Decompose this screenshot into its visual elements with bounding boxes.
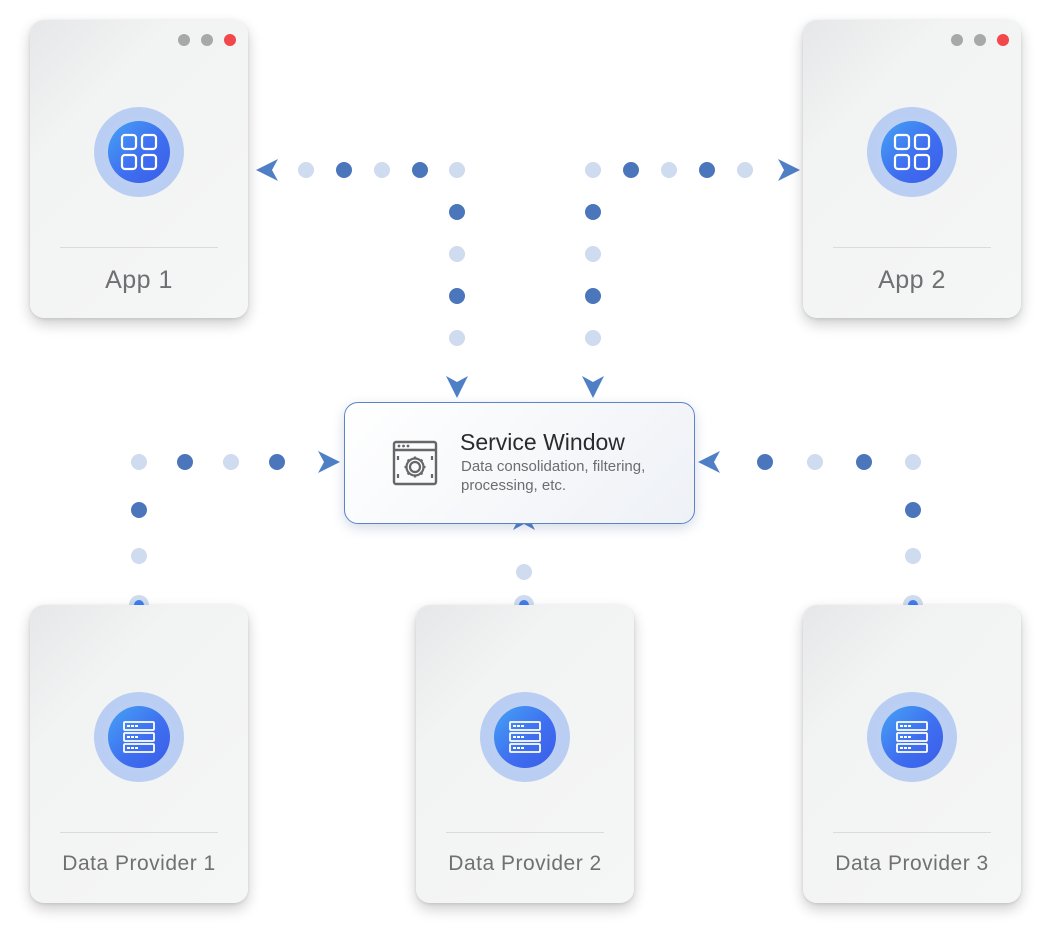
service-window[interactable]: Service Window Data consolidation, filte… <box>344 402 695 524</box>
card-divider <box>833 247 991 248</box>
card-divider <box>446 832 604 833</box>
arrow-to-service-top-left <box>446 376 468 398</box>
connector-provider2 <box>513 508 535 615</box>
grid-icon <box>893 133 931 171</box>
service-title: Service Window <box>460 429 625 455</box>
provider1-label: Data Provider 1 <box>62 852 216 875</box>
app1-card[interactable]: App 1 <box>30 20 248 318</box>
arrow-to-app2 <box>778 159 800 181</box>
arrow-to-app1 <box>256 159 278 181</box>
connector-app1 <box>256 159 468 398</box>
maximize-dot-icon[interactable] <box>974 34 986 46</box>
provider3-card[interactable]: Data Provider 3 <box>803 605 1021 903</box>
server-icon <box>123 721 155 753</box>
app2-label: App 2 <box>878 266 946 294</box>
minimize-dot-icon[interactable] <box>951 34 963 46</box>
window-controls <box>178 34 236 46</box>
server-icon <box>896 721 928 753</box>
connector-provider3 <box>698 451 923 615</box>
provider1-card[interactable]: Data Provider 1 <box>30 605 248 903</box>
arrow-provider1-to-service <box>318 451 340 473</box>
arrow-to-service-top-right <box>582 376 604 398</box>
app1-label: App 1 <box>105 266 173 294</box>
app-badge <box>94 107 184 197</box>
service-description: Data consolidation, filtering, processin… <box>461 458 646 494</box>
provider-badge <box>480 692 570 782</box>
provider3-label: Data Provider 3 <box>835 852 989 875</box>
app-badge <box>867 107 957 197</box>
app2-card[interactable]: App 2 <box>803 20 1021 318</box>
minimize-dot-icon[interactable] <box>178 34 190 46</box>
close-dot-icon[interactable] <box>997 34 1009 46</box>
connector-provider1 <box>129 451 340 615</box>
server-icon <box>509 721 541 753</box>
card-divider <box>60 247 218 248</box>
provider2-card[interactable]: Data Provider 2 <box>416 605 634 903</box>
provider-badge <box>867 692 957 782</box>
close-dot-icon[interactable] <box>224 34 236 46</box>
grid-icon <box>120 133 158 171</box>
connector-app2 <box>582 159 800 398</box>
window-controls <box>951 34 1009 46</box>
arrow-provider3-to-service <box>698 451 720 473</box>
card-divider <box>60 832 218 833</box>
card-divider <box>833 832 991 833</box>
settings-window-icon <box>392 440 438 486</box>
provider2-label: Data Provider 2 <box>448 852 602 875</box>
provider-badge <box>94 692 184 782</box>
maximize-dot-icon[interactable] <box>201 34 213 46</box>
